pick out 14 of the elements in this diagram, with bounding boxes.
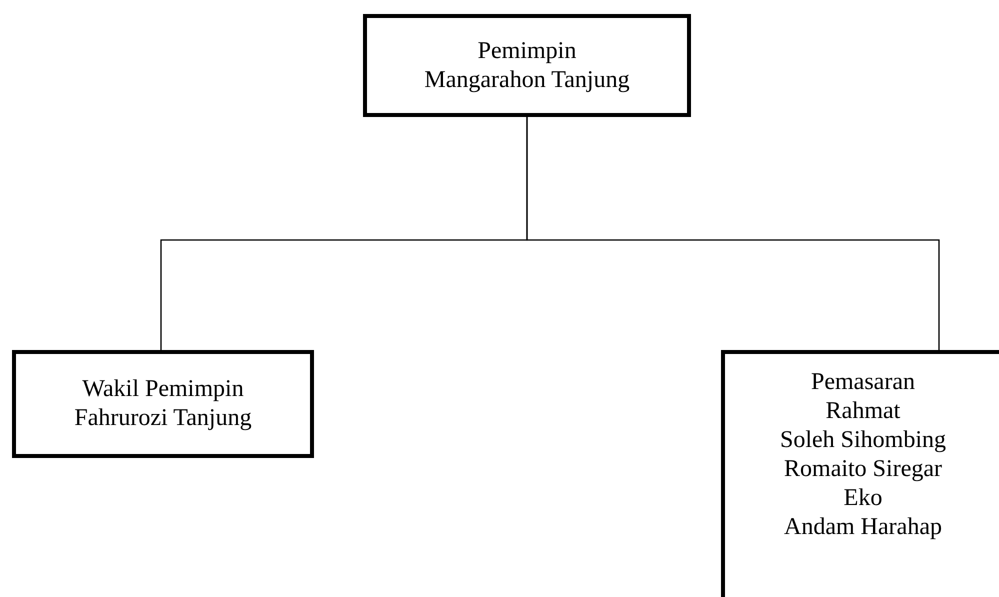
person-name: Rahmat [826,397,900,426]
person-name: Soleh Sihombing [780,426,946,455]
person-name: Fahrurozi Tanjung [74,404,252,433]
role-title: Pemimpin [478,36,576,66]
role-title: Wakil Pemimpin [82,375,244,404]
person-name: Eko [844,484,882,513]
person-name: Andam Harahap [784,513,942,542]
org-box [363,14,691,117]
person-name: Mangarahon Tanjung [424,66,630,94]
role-title: Pemasaran [811,368,915,397]
org-box [12,350,314,458]
person-name: Romaito Siregar [784,455,942,484]
connector-line [526,117,940,350]
org-box [721,350,999,597]
